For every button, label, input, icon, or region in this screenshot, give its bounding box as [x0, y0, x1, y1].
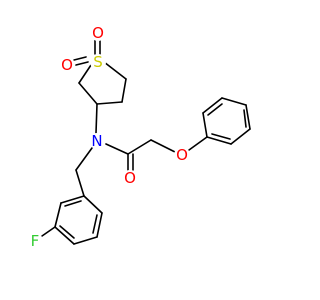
molecule-structure: S O O N O O F	[27, 24, 251, 250]
bond-carbonyl-ch2	[127, 139, 152, 155]
bond-phenyl-inner-1	[207, 103, 223, 116]
bond-aryl-6-1	[83, 195, 103, 214]
atom-oxygen-left: O	[59, 56, 75, 74]
bond-n-ch2-benzyl	[75, 147, 93, 171]
atom-sulfur-label: S	[93, 53, 103, 71]
atom-fluorine-label: F	[31, 232, 40, 250]
bond-phenyl-1-2	[202, 112, 208, 138]
bond-aryl-inner-1	[64, 200, 82, 207]
bond-phenyl-2-3	[202, 97, 223, 114]
bond-ring-c-c3	[96, 101, 123, 105]
bond-ring-c3-c2	[78, 82, 98, 105]
bond-phenyl-inner-2	[243, 109, 247, 128]
bond-aryl-inner-2	[59, 225, 75, 239]
bond-aryl-4-5	[73, 236, 98, 245]
bond-ch2-aryl	[75, 169, 85, 197]
atom-oxygen-carbonyl-label: O	[124, 169, 136, 187]
bond-aryl-2-3	[54, 202, 62, 228]
bond-aryl-5-6	[96, 212, 103, 238]
atom-oxygen-top-label: O	[92, 24, 104, 42]
bond-phenyl-inner-3	[211, 133, 231, 140]
bond-aryl-inner-3	[92, 214, 98, 234]
bond-c-f	[41, 226, 56, 237]
bond-s-c-ring-right	[103, 61, 127, 80]
atom-oxygen-ether-label: O	[176, 146, 188, 164]
bond-phenyl-5-6	[230, 128, 251, 145]
bond-phenyl-4-5	[245, 104, 251, 130]
bond-ch2-ether-o	[150, 139, 176, 153]
bond-ring-c-c-right	[121, 78, 127, 103]
bond-aryl-1-2	[60, 195, 85, 204]
atom-oxygen-top: O	[90, 24, 106, 42]
bond-n-carbonyl	[105, 143, 129, 155]
bond-phenyl-3-4	[221, 97, 247, 106]
bond-aryl-3-4	[54, 226, 75, 245]
atom-oxygen-left-label: O	[61, 56, 73, 74]
bond-s-o-left-a	[75, 61, 89, 66]
bond-ether-o-phenyl	[188, 136, 208, 151]
atom-oxygen-carbonyl: O	[122, 169, 138, 187]
bond-s-o-left-b	[73, 56, 87, 61]
structure-canvas: S O O N O O F	[27, 24, 251, 250]
atom-nitrogen: N	[89, 132, 105, 150]
atom-nitrogen-label: N	[91, 132, 102, 150]
bond-ring-c2-s	[78, 64, 92, 84]
atom-fluorine: F	[27, 232, 43, 250]
bond-c3-n	[95, 103, 98, 134]
bond-phenyl-6-1	[206, 136, 232, 145]
atom-oxygen-ether: O	[174, 146, 190, 164]
atom-sulfur: S	[90, 53, 106, 71]
